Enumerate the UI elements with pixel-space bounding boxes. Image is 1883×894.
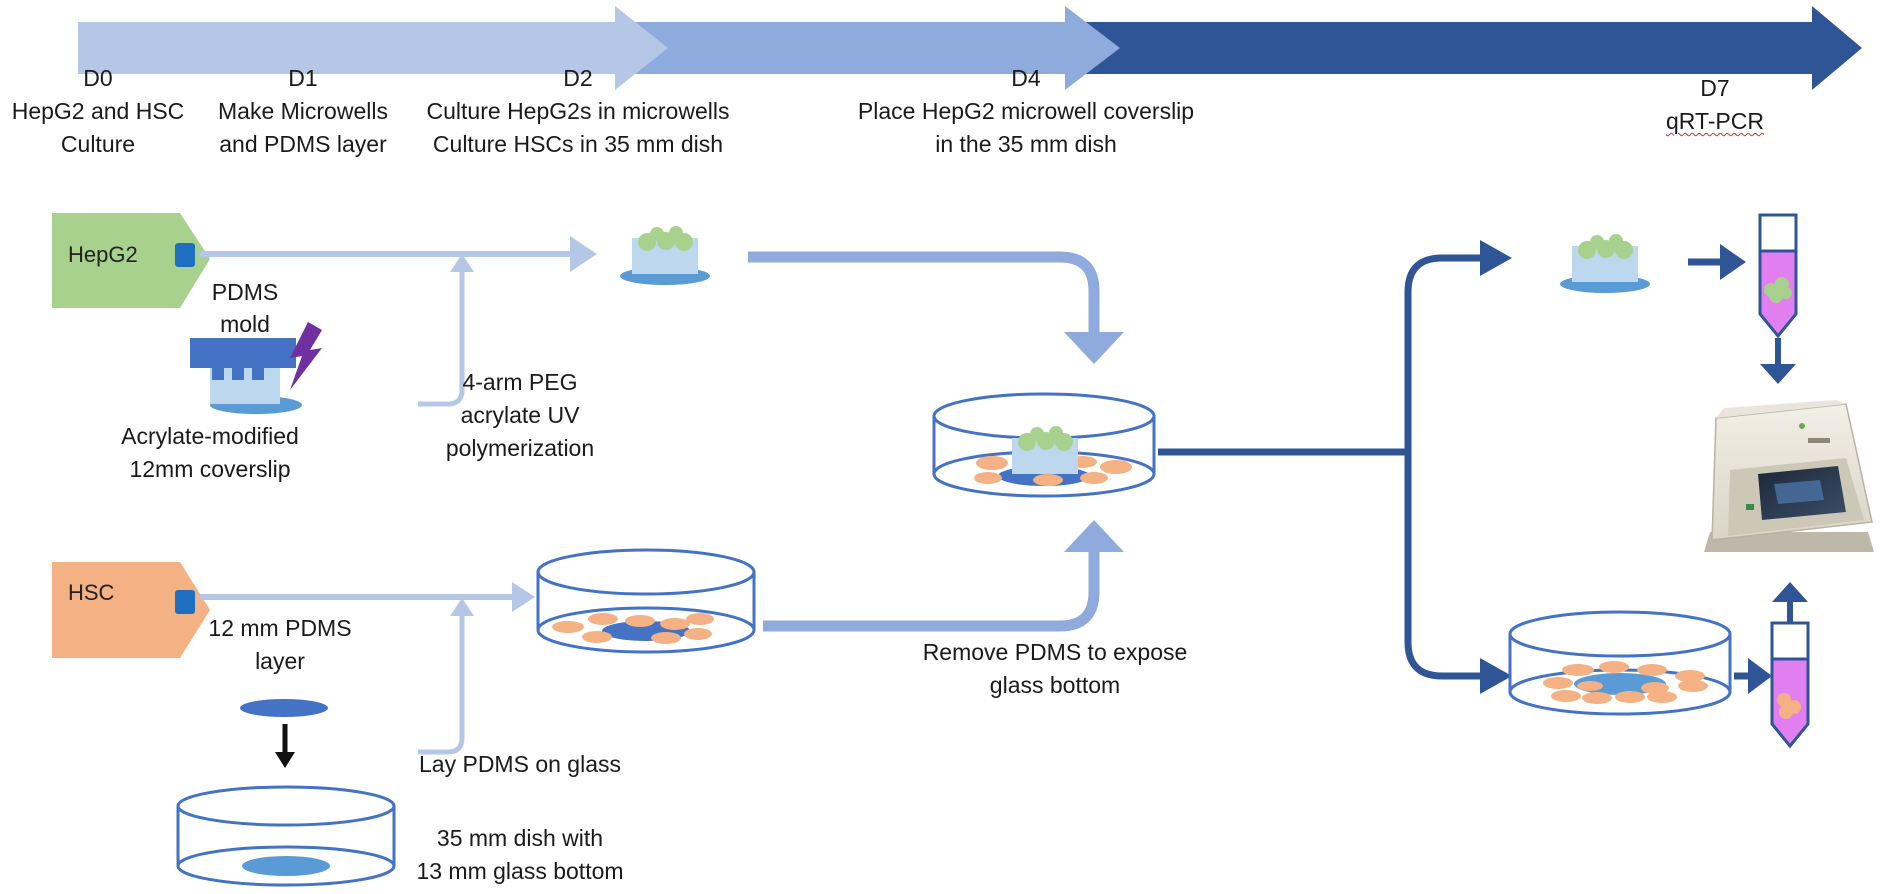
down-arrow-icon: [275, 724, 295, 768]
timeline-segment-d4: [560, 6, 1120, 90]
tube-to-machine-head-bottom: [1772, 582, 1808, 602]
remove-pdms-label: Remove PDMS to expose glass bottom: [910, 636, 1200, 702]
coverslip-label-line1: Acrylate-modified: [121, 423, 299, 449]
dish-label-line2: 13 mm glass bottom: [416, 858, 624, 884]
hsc-to-tube-head: [1748, 658, 1772, 694]
timeline-day-d2: D2: [563, 65, 593, 91]
timeline-day-d4: D4: [1011, 65, 1041, 91]
coculture-dish: [932, 392, 1156, 498]
coverslip-label-line2: 12mm coverslip: [129, 456, 291, 482]
hepg2-to-tube-head: [1720, 244, 1746, 280]
peg-connector-arrowhead: [450, 254, 474, 272]
output-branch-down-head: [1480, 658, 1512, 694]
peg-label: 4-arm PEG acrylate UV polymerization: [430, 366, 610, 465]
pdms-disc: [240, 699, 328, 717]
hepg2-tube: [1758, 213, 1798, 339]
timeline-text-d1-line2: and PDMS layer: [219, 131, 387, 157]
hsc-tube: [1770, 621, 1810, 749]
pdms-layer-label-line1: 12 mm PDMS: [208, 615, 352, 641]
timeline-text-d0-line2: Culture: [60, 131, 136, 157]
transfer-arrow-top-head: [1064, 332, 1124, 364]
peg-label-line2: acrylate UV: [460, 402, 580, 428]
output-branch-up-head: [1480, 240, 1512, 276]
coverslip-label: Acrylate-modified 12mm coverslip: [90, 420, 330, 486]
timeline-segment-d7: [1000, 6, 1862, 90]
pdms-mold-label-line2: mold: [220, 311, 270, 337]
timeline-arrow: [78, 6, 1862, 90]
hsc-flask-label: HSC: [68, 580, 115, 605]
hsc-flask: [52, 562, 210, 658]
timeline-day-d0: D0: [83, 65, 113, 91]
timeline-label-d1: D1 Make Microwells and PDMS layer: [196, 62, 410, 161]
timeline-text-d7: qRT-PCR: [1666, 108, 1764, 134]
timeline-text-d4-line1: Place HepG2 microwell coverslip: [857, 98, 1195, 124]
timeline-label-d2: D2 Culture HepG2s in microwells Culture …: [408, 62, 748, 161]
timeline-text-d4-line2: in the 35 mm dish: [935, 131, 1117, 157]
timeline-text-d1-line1: Make Microwells: [218, 98, 388, 124]
timeline-text-d2-line2: Culture HSCs in 35 mm dish: [432, 131, 724, 157]
timeline-text-d0-line1: HepG2 and HSC: [11, 98, 185, 124]
peg-label-line1: 4-arm PEG: [462, 369, 578, 395]
output-branch-down: [1404, 452, 1486, 680]
remove-pdms-label-line1: Remove PDMS to expose: [922, 639, 1188, 665]
timeline-label-d4: D4 Place HepG2 microwell coverslip in th…: [836, 62, 1216, 161]
remove-pdms-label-line2: glass bottom: [989, 672, 1121, 698]
transfer-arrow-top: [748, 251, 1100, 334]
hsc-dish: [536, 548, 756, 654]
dish-label: 35 mm dish with 13 mm glass bottom: [400, 822, 640, 888]
hsc-output-dish: [1508, 610, 1732, 716]
pdms-layer-label-line2: layer: [255, 648, 305, 674]
timeline-day-d1: D1: [288, 65, 318, 91]
pdms-mold-label-line1: PDMS: [211, 279, 279, 305]
pdms-mold-label: PDMS mold: [190, 276, 300, 340]
timeline-segment-d0-d2: [78, 6, 668, 90]
lay-pdms-label: Lay PDMS on glass: [419, 751, 621, 777]
hepg2-flask-label: HepG2: [68, 242, 138, 267]
transfer-arrow-bottom: [763, 550, 1100, 632]
peg-connector: [418, 268, 465, 407]
timeline-day-d7: D7: [1700, 75, 1730, 101]
timeline-label-d7: D7 qRT-PCR: [1640, 72, 1790, 138]
hepg2-microwell-coverslip: [620, 226, 710, 285]
hepg2-flask: [52, 213, 210, 308]
lay-pdms-connector: [418, 612, 465, 755]
glass-bottom-dish: [176, 785, 396, 887]
hepg2-output-coverslip: [1560, 234, 1650, 293]
dish-label-line1: 35 mm dish with: [436, 825, 604, 851]
output-branch-up: [1404, 254, 1486, 452]
hsc-feed-arrowhead: [512, 582, 535, 612]
lay-pdms-connector-arrowhead: [450, 598, 474, 616]
lightning-icon: [290, 322, 322, 390]
hepg2-feed-arrowhead: [570, 236, 597, 272]
timeline-label-d0: D0 HepG2 and HSC Culture: [0, 62, 196, 161]
pdms-mold: [190, 338, 302, 414]
qpcr-machine-icon: [1704, 400, 1874, 552]
pdms-layer-label: 12 mm PDMS layer: [200, 612, 360, 678]
transfer-arrow-bottom-head: [1064, 520, 1124, 552]
timeline-text-d2-line1: Culture HepG2s in microwells: [426, 98, 730, 124]
peg-label-line3: polymerization: [445, 435, 595, 461]
tube-to-machine-head-top: [1760, 364, 1796, 384]
